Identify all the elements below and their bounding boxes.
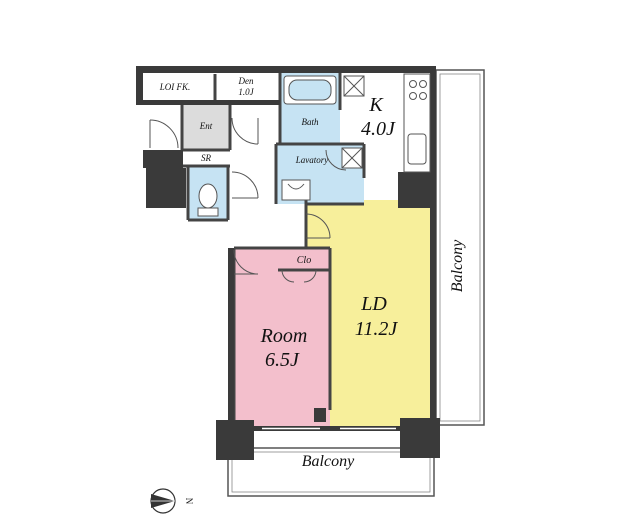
balcony-east-label: Balcony [449, 239, 466, 292]
door-swings [149, 117, 347, 283]
balcony-east [435, 69, 485, 426]
closet-label: Clo [297, 255, 311, 266]
vanity-sink [281, 179, 311, 201]
kitchen-ventilation [343, 75, 365, 97]
toilet [197, 183, 219, 217]
loi-fk-label: LOI FK. [159, 82, 191, 92]
den-size-label: 1.0J [238, 87, 254, 97]
kitchen-counter [403, 73, 431, 173]
north-label: N [184, 498, 194, 505]
entrance-label: Ent [199, 121, 213, 131]
exterior-walls [136, 66, 440, 460]
den-name-label: Den [238, 76, 254, 86]
ld-name-label: LD [360, 293, 387, 315]
balcony-south-label: Balcony [302, 453, 355, 470]
compass: N [150, 488, 194, 514]
kitchen-size-label: 4.0J [361, 118, 396, 140]
bathtub [283, 75, 337, 105]
room-floor [234, 248, 330, 430]
balcony-south [227, 447, 435, 497]
closet-floor [278, 248, 330, 270]
room-name-label: Room [260, 325, 308, 347]
lavatory-label: Lavatory [295, 155, 329, 165]
ld-floor [306, 178, 434, 430]
bath-label: Bath [302, 117, 319, 127]
room-size-label: 6.5J [265, 349, 300, 371]
storage-label: SR [201, 153, 212, 163]
washer-space [341, 147, 363, 169]
ld-size-label: 11.2J [355, 318, 399, 340]
entrance-floor [182, 102, 230, 150]
kitchen-name-label: K [368, 94, 384, 116]
